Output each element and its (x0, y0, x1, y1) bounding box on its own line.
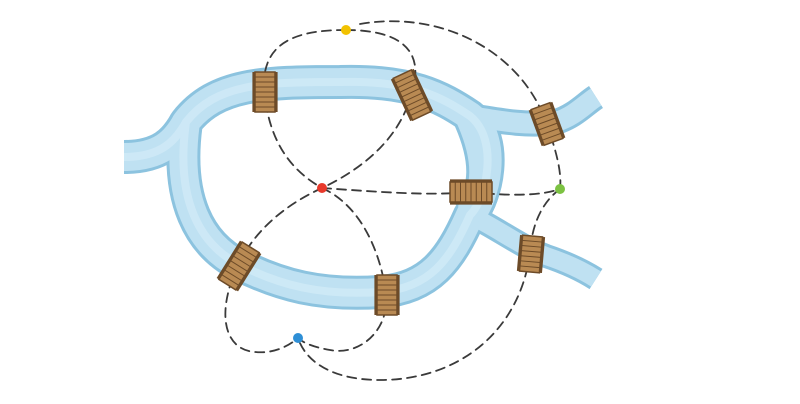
bridge-2-plank (399, 83, 419, 93)
bridge-2-rail (390, 78, 413, 122)
bridge-3-deck (530, 101, 564, 147)
bridge-7 (374, 274, 400, 316)
river-east-lower (465, 206, 601, 287)
bridge-5-rail (539, 236, 546, 274)
bridge-5 (516, 234, 546, 274)
bridge-5-plank (522, 239, 543, 243)
bridge-5-plank (520, 260, 541, 264)
bridge-2-deck (392, 68, 432, 122)
node-south (293, 333, 303, 343)
bridge-6-plank (227, 264, 245, 277)
bridges (216, 68, 566, 316)
bridge-6-plank (233, 255, 251, 268)
bridge-6-plank (224, 269, 242, 282)
bridge-5-rail (516, 234, 523, 272)
bridge-2-plank (410, 106, 429, 116)
path-bridge6-south (224, 264, 299, 354)
path-bridge2-center (321, 91, 413, 189)
land-nodes (293, 25, 565, 343)
bridge-5-deck (518, 234, 544, 274)
bridge-6-plank (236, 250, 254, 263)
bridge-3-plank (542, 132, 562, 141)
bridge-6-plank (221, 274, 240, 286)
bridge-5-plank (521, 244, 542, 248)
bridge-6-rail (216, 240, 242, 280)
bridge-2-plank (401, 88, 421, 98)
path-north-bridge1 (263, 29, 347, 89)
path-north-bridge3 (359, 20, 547, 123)
bridge-6 (216, 240, 262, 292)
bridge-3-plank (538, 122, 558, 131)
bridge-2-plank (403, 92, 423, 102)
bridge-2-plank (397, 78, 416, 89)
bridge-5-plank (520, 255, 541, 258)
bridge-2-rail (411, 68, 434, 112)
node-east (555, 184, 565, 194)
bridge-6-rail (236, 252, 262, 292)
bridge-4 (449, 179, 493, 205)
bridge-3-plank (532, 107, 552, 116)
bridge-3 (528, 101, 566, 147)
bridge-2-plank (405, 97, 425, 107)
bridge-1 (252, 71, 278, 113)
path-bridge5-south (297, 252, 531, 381)
bridge-2-plank (395, 74, 414, 84)
node-center (317, 183, 327, 193)
path-bridge7-south (297, 292, 388, 352)
bridge-3-plank (536, 117, 556, 126)
path-center-bridge4 (321, 187, 471, 195)
path-bridge4-east (469, 188, 561, 196)
bridge-2-plank (408, 101, 427, 112)
bridge-6-plank (238, 246, 257, 258)
node-north (341, 25, 351, 35)
bridge-5-plank (519, 265, 540, 269)
bridge-3-plank (540, 127, 560, 136)
bridge-6-plank (230, 260, 248, 272)
bridge-5-plank (521, 250, 542, 253)
bridge-3-plank (534, 112, 554, 121)
bridge-3-rail (550, 101, 566, 139)
bridge-2 (390, 68, 434, 122)
bridge-3-rail (528, 109, 544, 147)
